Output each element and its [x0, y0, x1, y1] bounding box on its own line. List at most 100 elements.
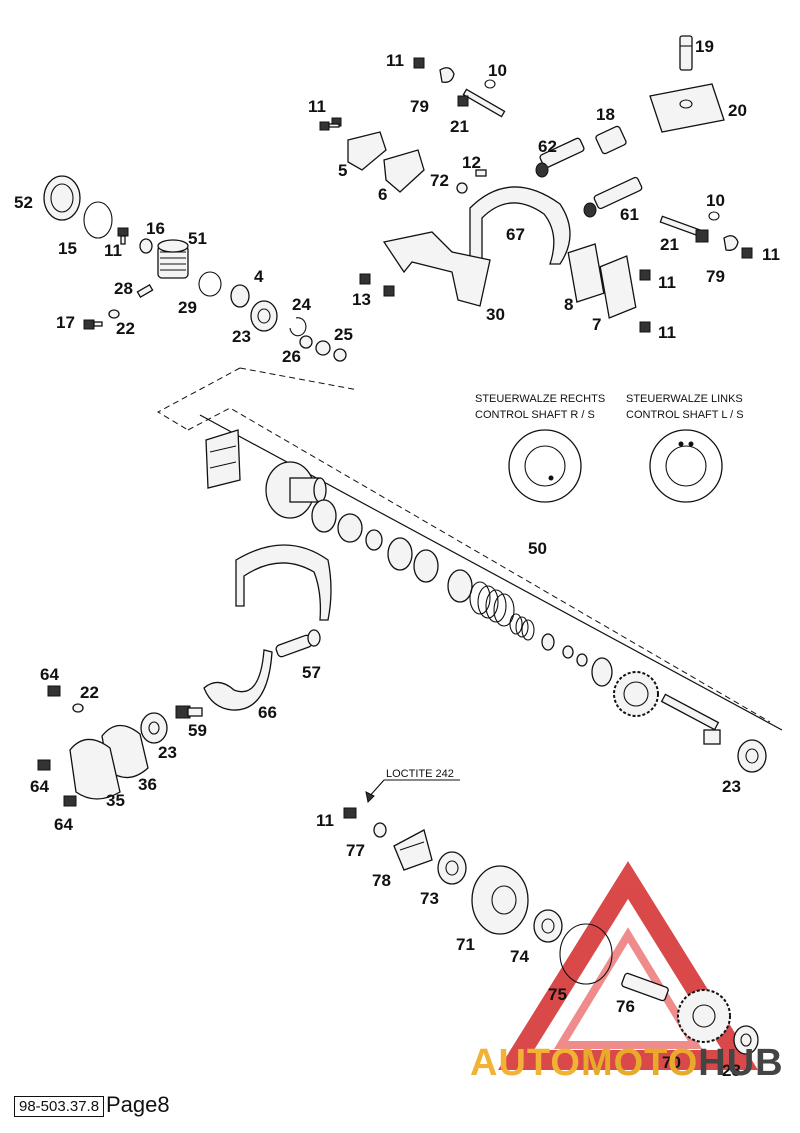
label-11-g: 11	[316, 811, 334, 830]
label-77: 77	[346, 841, 365, 860]
label-22-b: 22	[80, 683, 99, 702]
label-24: 24	[292, 295, 311, 314]
part-13-bolt-b	[383, 285, 395, 297]
label-18: 18	[596, 105, 615, 124]
part-20-guide-block	[649, 83, 725, 133]
part-79-cam-right	[723, 235, 739, 251]
part-4-washer	[230, 284, 250, 308]
part-spring-small	[509, 613, 535, 641]
part-10-o-ring-right	[708, 211, 720, 221]
label-11-f: 11	[658, 323, 676, 342]
part-29-o-ring	[198, 271, 222, 297]
watermark-text: AUTOMOTOHUB	[470, 1042, 784, 1085]
control-shaft-right-gear-icon	[508, 429, 582, 503]
label-21: 21	[450, 117, 469, 136]
label-26: 26	[282, 347, 301, 366]
label-10-b: 10	[706, 191, 725, 210]
label-19: 19	[695, 37, 714, 56]
label-59: 59	[188, 721, 207, 740]
part-11-bolt-right	[741, 247, 753, 259]
label-67: 67	[506, 225, 525, 244]
label-74: 74	[510, 947, 529, 966]
part-15-o-ring	[83, 201, 113, 239]
watermark: AUTOMOTOHUB	[470, 1040, 800, 1090]
label-17: 17	[56, 313, 75, 332]
part-64-bolt-a	[47, 685, 61, 697]
part-11-bolt-bottom	[343, 807, 357, 819]
label-4: 4	[254, 267, 264, 286]
label-23-b: 23	[158, 743, 177, 762]
label-50: 50	[528, 539, 547, 558]
part-57-pin	[275, 629, 321, 658]
part-24-circlip	[289, 317, 307, 337]
part-11-bolt-mid	[639, 269, 651, 281]
caption-shaft-left-en: CONTROL SHAFT L / S	[626, 409, 744, 421]
label-6: 6	[378, 185, 387, 204]
part-70-gear	[677, 989, 731, 1043]
caption-loctite: LOCTITE 242	[386, 768, 454, 780]
label-79: 79	[410, 97, 429, 116]
part-number-labels: 11 10 79 21 19 20 11 18 62 5 12 72 6 10 …	[14, 37, 780, 1080]
watermark-part2: MOTO	[580, 1042, 699, 1084]
part-16-washer	[139, 238, 153, 254]
label-11-e: 11	[658, 273, 676, 292]
control-shaft-left-gear-icon	[649, 429, 723, 503]
label-15: 15	[58, 239, 77, 258]
part-30-shift-lever	[382, 231, 491, 307]
label-23-c: 23	[722, 777, 741, 796]
part-washer-s3	[576, 653, 588, 667]
part-66-lever	[203, 649, 273, 711]
label-71: 71	[456, 935, 475, 954]
part-11-bolt	[117, 227, 129, 245]
label-23-d: 23	[722, 1061, 741, 1080]
label-36: 36	[138, 775, 157, 794]
label-35: 35	[106, 791, 125, 810]
part-23-bearing-left	[140, 712, 168, 744]
part-washer-s4	[591, 657, 613, 687]
label-23: 23	[232, 327, 251, 346]
part-23-bearing-bottom	[733, 1025, 759, 1055]
part-79-cam	[439, 67, 455, 83]
label-21-b: 21	[660, 235, 679, 254]
part-22-washer-lower	[72, 703, 84, 713]
caption-shaft-right-de: STEUERWALZE RECHTS	[475, 393, 605, 405]
part-25-washer-b	[333, 348, 347, 362]
part-washer-s1	[541, 633, 555, 651]
part-shim-a	[337, 513, 363, 543]
part-6-gasket	[383, 149, 425, 193]
part-62-shift-fork-pin	[535, 137, 585, 178]
label-28: 28	[114, 279, 133, 298]
label-76: 76	[616, 997, 635, 1016]
part-21-shaft-right	[659, 215, 709, 243]
part-11-bolt-low	[639, 321, 651, 333]
part-64-bolt-c	[63, 795, 77, 807]
label-52: 52	[14, 193, 33, 212]
part-11-bolts-pair	[319, 117, 342, 131]
part-71-bearing-plate	[471, 865, 529, 935]
label-11-c: 11	[104, 241, 122, 260]
watermark-part1: AUTO	[470, 1042, 581, 1084]
doc-id: 98-503.37.8	[14, 1096, 105, 1117]
part-26-washer	[299, 335, 313, 349]
part-12-pin	[475, 169, 487, 177]
part-72-nut	[456, 182, 468, 194]
label-8: 8	[564, 295, 573, 314]
label-11-d: 11	[762, 245, 780, 264]
label-70: 70	[662, 1053, 681, 1072]
part-kick-gear	[613, 671, 659, 717]
part-5-plate	[347, 131, 387, 171]
label-64-c: 64	[54, 815, 73, 834]
part-needle-bearing-a	[311, 499, 337, 533]
part-67-selector-plate	[469, 186, 571, 269]
label-30: 30	[486, 305, 505, 324]
part-10-o-ring	[484, 79, 496, 89]
label-22: 22	[116, 319, 135, 338]
label-13: 13	[352, 290, 371, 309]
part-selector-plate-lower	[235, 544, 332, 621]
part-23-bearing-right	[737, 739, 767, 773]
part-13-bolt-a	[359, 273, 371, 285]
part-needle-bearing-b	[413, 549, 439, 583]
part-64-bolt-b	[37, 759, 51, 771]
part-22-washer	[108, 309, 120, 319]
